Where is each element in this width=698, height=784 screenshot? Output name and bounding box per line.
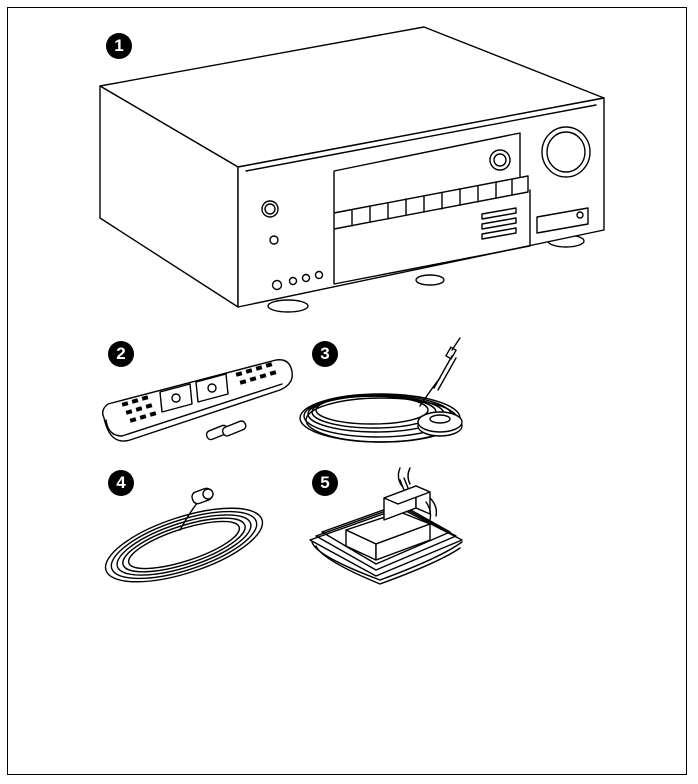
item-number-badge-2: 2	[108, 341, 134, 367]
item-number-badge-5: 5	[312, 470, 338, 496]
item-number-badge-3: 3	[312, 341, 338, 367]
fm-antenna-icon	[97, 487, 270, 597]
item-number-badge-4: 4	[108, 470, 134, 496]
am-loop-antenna-icon	[310, 468, 462, 584]
speaker-setup-microphone-icon	[300, 338, 462, 442]
remote-control-with-batteries-icon	[103, 360, 293, 441]
page-frame	[7, 7, 687, 775]
av-receiver-icon	[100, 27, 604, 312]
item-number-badge-1: 1	[106, 33, 132, 59]
